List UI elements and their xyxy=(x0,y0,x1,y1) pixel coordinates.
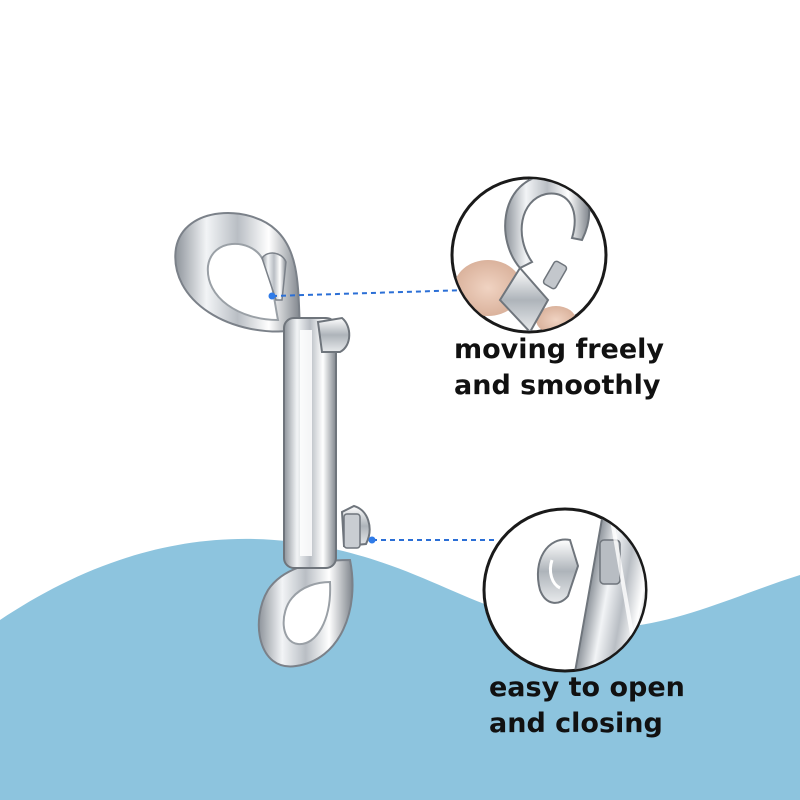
detail-circle-hook xyxy=(450,176,608,334)
leader-dot-2 xyxy=(368,536,376,544)
caption-line: easy to open xyxy=(489,672,685,703)
leader-line-1 xyxy=(268,289,469,300)
leader-dot-1 xyxy=(268,292,276,300)
caption-line: and closing xyxy=(489,708,663,739)
double-ended-bolt-snap-icon xyxy=(174,212,371,668)
caption-line: and smoothly xyxy=(454,370,661,401)
caption-moving-freely: moving freely and smoothly xyxy=(454,332,664,404)
leader-line-2 xyxy=(368,536,496,544)
caption-easy-to-open: easy to open and closing xyxy=(489,670,685,742)
detail-circle-gate xyxy=(482,507,648,673)
caption-line: moving freely xyxy=(454,334,665,365)
wave-background xyxy=(0,538,800,800)
